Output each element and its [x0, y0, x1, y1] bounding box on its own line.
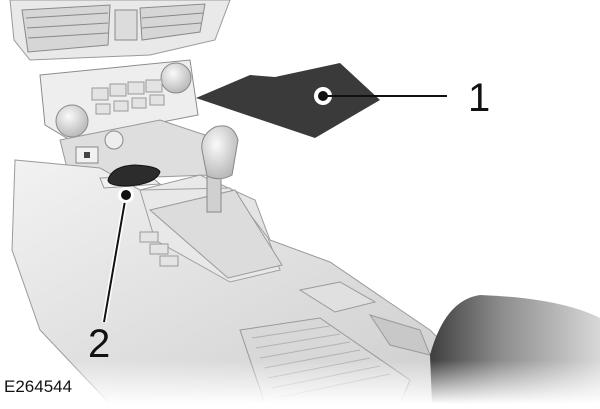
callout-1-label: 1	[468, 76, 491, 120]
callout-2-marker-dot	[121, 190, 131, 200]
dark-panel-area	[196, 63, 380, 138]
climate-panel	[39, 59, 199, 141]
dashboard-vents	[9, 0, 231, 61]
callout-2-label: 2	[88, 322, 111, 366]
temperature-knob-right	[160, 62, 192, 94]
temperature-knob-left	[55, 104, 89, 138]
key-fob	[99, 164, 162, 189]
gear-knob	[201, 125, 239, 180]
usb-and-power-outlet	[59, 119, 221, 181]
figure-id: E264544	[4, 377, 73, 396]
callout-2-leader-line	[103, 194, 127, 323]
